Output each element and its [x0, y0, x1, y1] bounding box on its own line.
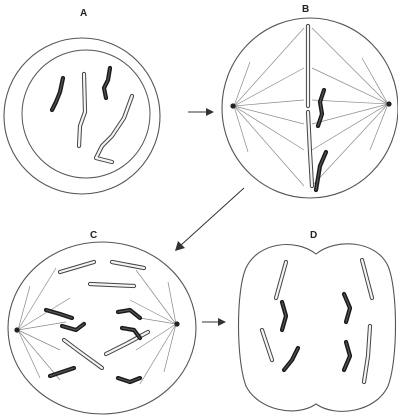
cell-c-pole-right — [174, 321, 179, 326]
panel-b: B — [222, 4, 398, 198]
panel-a-label: A — [80, 8, 87, 19]
cell-b-pole-right — [386, 101, 391, 106]
panel-c-label: C — [90, 230, 97, 241]
panel-a: A — [4, 8, 160, 194]
panel-d: D — [239, 230, 396, 411]
cell-c-membrane — [8, 242, 196, 414]
panel-b-label: B — [302, 4, 309, 15]
panel-c: C — [8, 230, 196, 414]
arrow-c-to-d — [202, 318, 226, 326]
cell-c-pole-left — [14, 327, 19, 332]
arrow-a-to-b — [188, 108, 214, 116]
arrow-b-to-c — [175, 188, 244, 251]
panel-d-label: D — [310, 230, 317, 241]
cell-b-pole-left — [230, 103, 235, 108]
